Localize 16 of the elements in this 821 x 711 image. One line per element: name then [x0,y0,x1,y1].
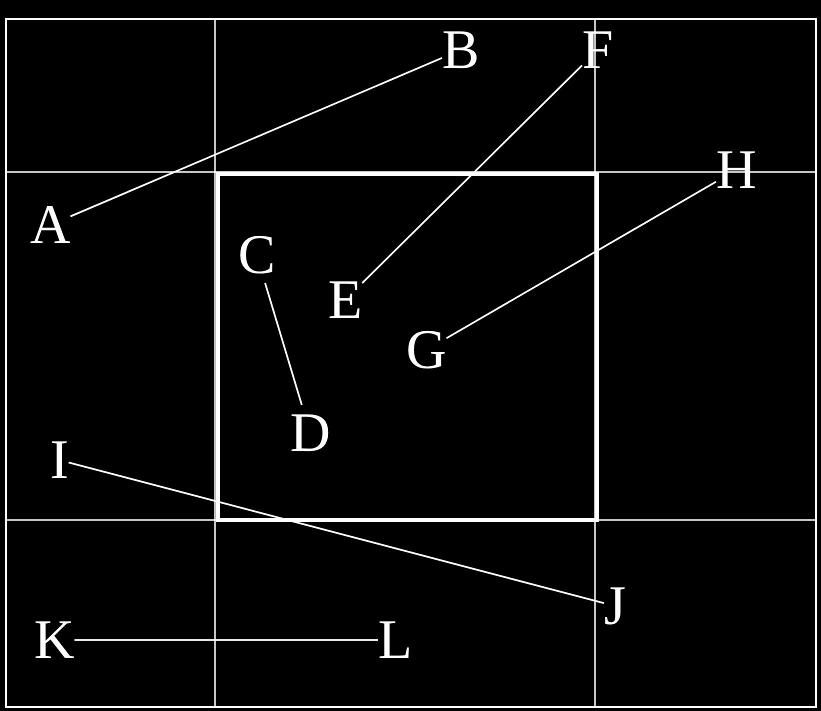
line-segment [446,180,716,340]
point-label: L [378,612,412,668]
line-segment [362,64,583,284]
point-label: C [238,227,276,283]
line-segment [68,462,604,604]
point-label: G [406,322,446,378]
point-label: B [442,22,480,78]
line-segment [74,639,378,641]
point-label: J [604,578,626,634]
line-segment [70,57,442,218]
point-label: K [34,612,74,668]
line-segment [264,282,303,406]
point-label: I [50,432,69,488]
point-label: D [290,405,330,461]
point-label: A [30,197,70,253]
point-label: E [328,272,362,328]
